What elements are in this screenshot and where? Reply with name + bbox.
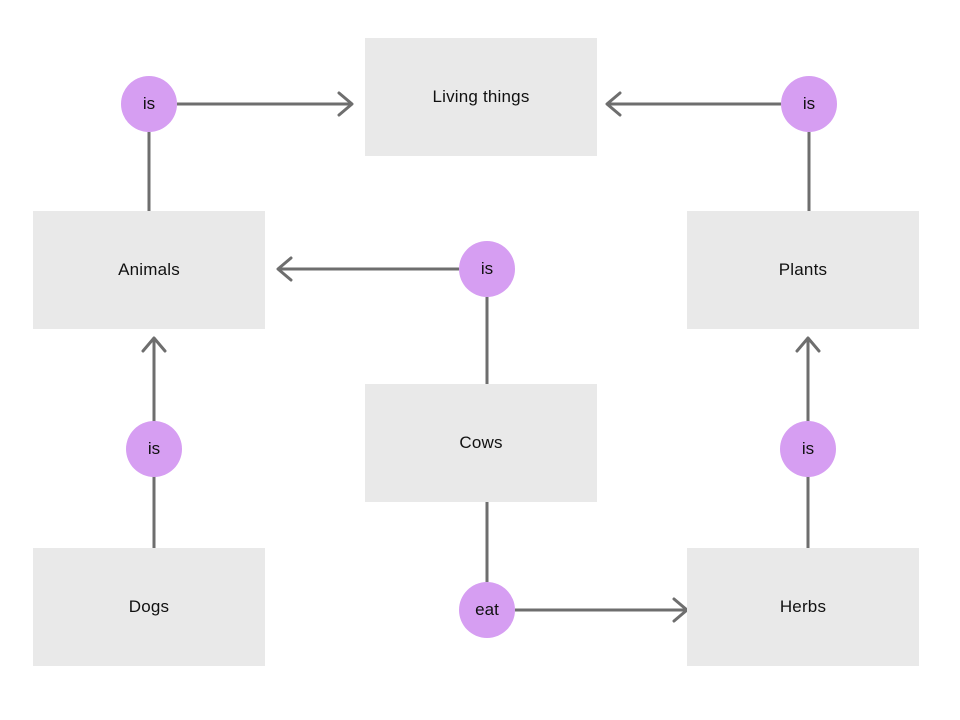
node-living-things[interactable]: Living things (365, 38, 597, 156)
connector-cows-is-animals (276, 256, 489, 384)
node-cows-label: Cows (459, 433, 503, 452)
node-herbs-label: Herbs (779, 597, 827, 616)
relation-herbs-is-plants[interactable]: is (780, 421, 836, 477)
relation-plants-is-living-things[interactable]: is (781, 76, 837, 132)
node-dogs-label: Dogs (128, 597, 170, 616)
relation-label: is (480, 259, 494, 278)
node-plants-label: Plants (778, 260, 828, 279)
relation-dogs-is-animals[interactable]: is (126, 421, 182, 477)
relation-cows-is-animals[interactable]: is (459, 241, 515, 297)
connector-plants-is-living-things (605, 91, 811, 211)
connector-animals-is-living-things (147, 91, 354, 211)
connector-cows-eat-herbs (485, 502, 689, 623)
relation-label: is (142, 94, 156, 113)
node-dogs[interactable]: Dogs (33, 548, 265, 666)
node-animals-label: Animals (118, 260, 180, 279)
node-animals[interactable]: Animals (33, 211, 265, 329)
relation-label: is (147, 439, 161, 458)
relation-animals-is-living-things[interactable]: is (121, 76, 177, 132)
relation-cows-eat-herbs[interactable]: eat (459, 582, 515, 638)
relation-label: is (802, 94, 816, 113)
node-plants[interactable]: Plants (687, 211, 919, 329)
relation-label: is (801, 439, 815, 458)
node-cows[interactable]: Cows (365, 384, 597, 502)
relation-label: eat (475, 600, 499, 619)
node-living-things-label: Living things (432, 87, 530, 106)
node-herbs[interactable]: Herbs (687, 548, 919, 666)
